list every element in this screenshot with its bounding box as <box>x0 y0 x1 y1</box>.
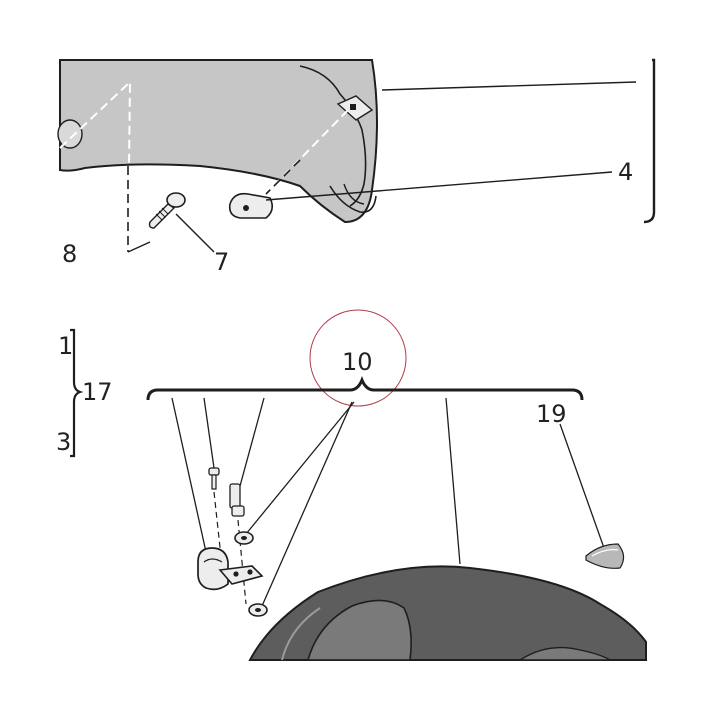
bolt-part-7 <box>148 192 186 229</box>
callout-4: 4 <box>618 158 633 186</box>
leader-washer-lower <box>261 401 353 607</box>
left-brace <box>70 328 84 458</box>
panel-top-leader <box>381 81 637 91</box>
callout-3: 3 <box>56 428 71 456</box>
upper-washer-hole <box>241 536 247 540</box>
upper-body-panel <box>59 59 378 224</box>
callout-19: 19 <box>536 400 567 428</box>
stud <box>229 483 245 517</box>
callout-17: 17 <box>82 378 113 406</box>
left-mount-hole <box>57 119 83 149</box>
small-screw <box>208 467 220 490</box>
seat-cowl <box>248 565 647 661</box>
callout-7: 7 <box>214 248 229 276</box>
leader-bracket-left <box>171 397 207 553</box>
leader-washer-upper <box>245 401 355 535</box>
leader-cover <box>445 397 461 565</box>
mounting-hole <box>350 104 356 110</box>
bottom-assembly: 1 17 3 10 19 <box>56 309 647 661</box>
part-8-dashed-guide <box>59 79 132 253</box>
badge-part-19 <box>585 543 625 569</box>
callout-8: 8 <box>62 240 77 268</box>
clamp-bracket <box>197 547 264 591</box>
clip-dashed-guide-lower <box>265 159 301 195</box>
clip-part-4 <box>228 192 274 219</box>
part-7-leader <box>175 213 215 253</box>
part-4-leader <box>265 171 613 201</box>
highlight-circle <box>309 309 407 407</box>
panel-lower-rim-2 <box>343 183 365 205</box>
part-10-brace <box>146 375 584 401</box>
clip-dashed-guide <box>265 109 349 195</box>
part-8-leader <box>127 241 151 253</box>
panel-lower-rim <box>329 185 377 213</box>
right-bracket <box>643 58 656 224</box>
leader-stud <box>239 397 265 487</box>
callout-1: 1 <box>58 332 73 360</box>
top-assembly: 8 7 4 <box>57 58 656 276</box>
leader-screw <box>203 397 215 469</box>
lower-washer-hole <box>255 608 261 612</box>
callout-10: 10 <box>342 348 373 376</box>
leader-badge <box>559 423 605 549</box>
